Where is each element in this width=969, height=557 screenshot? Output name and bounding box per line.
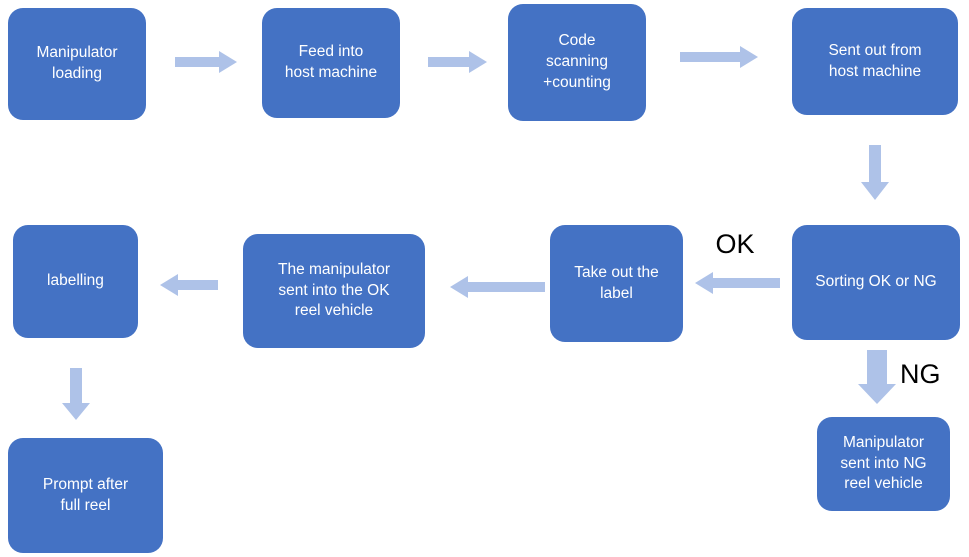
node-prompt-after-full-reel-label: Prompt after full reel <box>42 475 129 514</box>
node-manipulator-into-ng-reel-label: Manipulator sent into NG reel vehicle <box>840 433 927 493</box>
arrow-right-icon <box>428 51 487 73</box>
node-manipulator-into-ok-reel: The manipulator sent into the OK reel ve… <box>243 234 425 348</box>
node-sent-out-from-host-machine: Sent out from host machine <box>792 8 958 115</box>
node-take-out-the-label-label: Take out the label <box>574 263 659 302</box>
node-labelling-label: labelling <box>47 272 104 290</box>
node-code-scanning-counting-label: Code scanning +counting <box>543 32 611 91</box>
arrow-left-icon <box>160 274 218 296</box>
edge-label-ok: OK <box>715 229 755 259</box>
arrow-down-thick-icon <box>858 350 896 404</box>
arrow-down-icon <box>861 145 889 200</box>
node-sent-out-from-host-machine-label: Sent out from host machine <box>828 41 922 80</box>
node-prompt-after-full-reel: Prompt after full reel <box>8 438 163 553</box>
arrow-left-icon <box>695 272 780 294</box>
node-manipulator-into-ok-reel-label: The manipulator sent into the OK reel ve… <box>277 260 390 320</box>
node-manipulator-loading-label: Manipulator loading <box>36 44 118 82</box>
node-manipulator-loading: Manipulator loading <box>8 8 146 120</box>
node-take-out-the-label: Take out the label <box>550 225 683 342</box>
node-feed-into-host-machine: Feed into host machine <box>262 8 400 118</box>
node-sorting-ok-or-ng-label: Sorting OK or NG <box>815 273 937 291</box>
node-manipulator-into-ng-reel: Manipulator sent into NG reel vehicle <box>817 417 950 511</box>
node-labelling: labelling <box>13 225 138 338</box>
node-sorting-ok-or-ng: Sorting OK or NG <box>792 225 960 340</box>
node-code-scanning-counting: Code scanning +counting <box>508 4 646 121</box>
arrow-right-icon <box>175 51 237 73</box>
arrow-left-icon <box>450 276 545 298</box>
edge-label-ng: NG <box>900 359 941 389</box>
arrow-down-icon <box>62 368 90 420</box>
node-feed-into-host-machine-label: Feed into host machine <box>284 43 378 81</box>
arrow-right-icon <box>680 46 758 68</box>
